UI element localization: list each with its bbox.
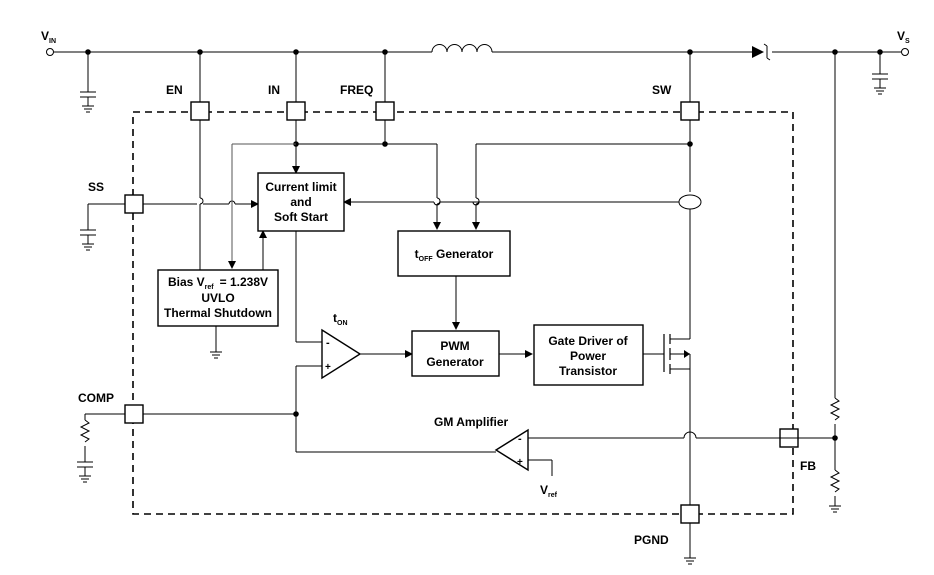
- pin-ss-label: SS: [88, 180, 104, 194]
- comp-rc-network: [77, 413, 125, 483]
- resistor-icon: [79, 419, 91, 443]
- gm-minus: -: [518, 433, 522, 445]
- bias-line3: Thermal Shutdown: [164, 306, 272, 320]
- ss-capacitor-icon: [80, 203, 125, 251]
- current-limit-line1: Current limit: [265, 180, 336, 194]
- pin-comp-label: COMP: [78, 391, 114, 405]
- current-limit-line2: and: [290, 195, 311, 209]
- toff-generator-label: tOFF Generator: [415, 247, 494, 263]
- input-capacitor-icon: [80, 49, 96, 113]
- pin-freq: [375, 101, 395, 121]
- resistor-icon: [829, 397, 841, 421]
- gm-amplifier-label: GM Amplifier: [434, 415, 509, 429]
- inductor-icon: [431, 44, 493, 53]
- gate-driver-line1: Gate Driver of: [548, 334, 628, 348]
- schottky-diode-icon: [752, 43, 771, 61]
- feedback-divider: [829, 49, 841, 513]
- bias-uvlo-block: [157, 269, 279, 327]
- ic-boundary: [132, 111, 794, 515]
- pin-sw-label: SW: [652, 83, 672, 97]
- gm-vref-label: Vref: [540, 483, 558, 499]
- pin-freq-label: FREQ: [340, 83, 373, 97]
- pin-fb-label: FB: [800, 459, 816, 473]
- pin-en-label: EN: [166, 83, 183, 97]
- pin-ss: [124, 194, 144, 214]
- pin-en: [190, 101, 210, 121]
- pwm-generator-block: [411, 330, 500, 377]
- toff-generator-block: [397, 230, 511, 277]
- power-mosfet-icon: [663, 334, 691, 374]
- output-capacitor-icon: [872, 49, 888, 95]
- gate-driver-line2: Power: [570, 349, 606, 363]
- vin-label: VIN: [41, 29, 56, 45]
- comparator-plus: +: [325, 362, 331, 373]
- pin-pgnd: [680, 504, 700, 524]
- pin-comp: [124, 404, 144, 424]
- vin-terminal: [46, 48, 54, 56]
- current-sense-icon: [678, 194, 702, 210]
- bias-line1: Bias Vref= 1.238V: [168, 275, 268, 291]
- pwm-line1: PWM: [440, 339, 469, 353]
- pin-in: [286, 101, 306, 121]
- ton-comparator-icon: [321, 328, 362, 380]
- vs-label: VS: [897, 29, 910, 45]
- gm-amplifier-icon: [494, 428, 529, 472]
- current-limit-soft-start-block: [257, 172, 345, 232]
- comparator-label: tON: [333, 311, 348, 327]
- bias-line2: UVLO: [201, 291, 234, 305]
- pin-pgnd-label: PGND: [634, 533, 669, 547]
- gate-driver-block: [533, 324, 644, 386]
- gate-driver-line3: Transistor: [559, 364, 617, 378]
- pin-in-label: IN: [268, 83, 280, 97]
- current-limit-line3: Soft Start: [274, 210, 328, 224]
- comparator-minus: -: [326, 337, 330, 349]
- vs-terminal: [901, 48, 909, 56]
- pin-sw: [680, 101, 700, 121]
- resistor-icon: [829, 469, 841, 493]
- pwm-line2: Generator: [426, 355, 484, 369]
- gm-plus: +: [517, 457, 523, 468]
